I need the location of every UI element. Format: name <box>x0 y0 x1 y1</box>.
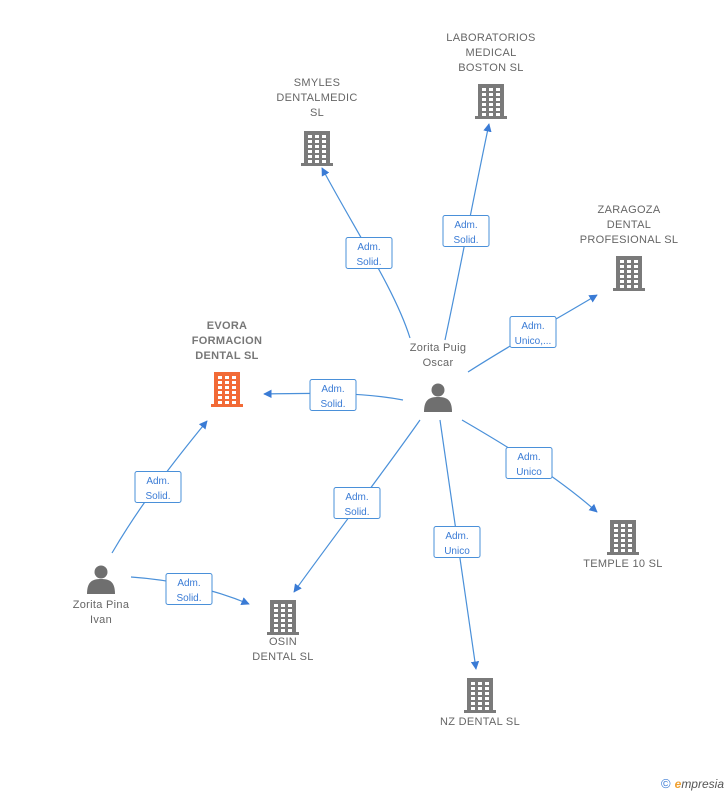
building-icon <box>301 131 333 166</box>
node-label-line: Zorita Pina <box>73 599 130 611</box>
node-label-line: SMYLES <box>294 77 340 89</box>
edge-label[interactable]: Adm. Unico <box>505 447 553 479</box>
company-node-nz[interactable]: NZ DENTAL SL <box>440 678 520 728</box>
edge-label-text: Adm. <box>445 531 468 542</box>
edge-label-text: Adm. <box>177 578 200 589</box>
edge-label-text: Adm. <box>521 321 544 332</box>
node-label: LABORATORIOS MEDICAL BOSTON SL <box>446 32 535 74</box>
edge-label[interactable]: Adm. Solid. <box>333 487 381 519</box>
edge-label-box <box>505 447 553 479</box>
building-icon <box>613 256 645 291</box>
company-node-smyles[interactable]: SMYLES DENTALMEDIC SL <box>276 77 357 166</box>
edge-label-box <box>345 237 393 269</box>
edge-label-text: Solid. <box>145 491 170 502</box>
building-icon <box>464 678 496 713</box>
edge-label[interactable]: Adm. Solid. <box>442 215 490 247</box>
edge-label-text: Adm. <box>454 220 477 231</box>
edge-label[interactable]: Adm. Unico,... <box>509 316 557 348</box>
node-label-line: FORMACION <box>192 335 263 347</box>
company-node-osin[interactable]: OSIN DENTAL SL <box>252 600 313 663</box>
edge-label-box <box>165 573 213 605</box>
edge-label-box <box>333 487 381 519</box>
edge-label-box <box>442 215 490 247</box>
edge-label-text: Unico,... <box>515 336 552 347</box>
edge-label-text: Adm. <box>357 242 380 253</box>
node-label-line: DENTAL SL <box>252 651 313 663</box>
edge-label-box <box>433 526 481 558</box>
node-label-line: BOSTON SL <box>458 62 523 74</box>
node-label-line: LABORATORIOS <box>446 32 535 44</box>
node-label-line: PROFESIONAL SL <box>580 234 679 246</box>
node-label: NZ DENTAL SL <box>440 716 520 728</box>
copyright-icon: © <box>661 776 671 791</box>
node-label-line: NZ DENTAL SL <box>440 716 520 728</box>
edge-label-box <box>509 316 557 348</box>
edge-label-box <box>134 471 182 503</box>
node-label-line: Oscar <box>423 357 454 369</box>
company-node-temple[interactable]: TEMPLE 10 SL <box>583 520 662 570</box>
person-icon <box>424 383 452 412</box>
edge-label[interactable]: Adm. Solid. <box>345 237 393 269</box>
company-node-evora[interactable]: EVORA FORMACION DENTAL SL <box>192 320 263 407</box>
node-label-line: OSIN <box>269 636 297 648</box>
node-label: OSIN DENTAL SL <box>252 636 313 663</box>
copyright-footer: ©empresia <box>661 776 724 791</box>
edge-label-text: Unico <box>444 546 470 557</box>
edge-label[interactable]: Adm. Solid. <box>165 573 213 605</box>
building-icon <box>267 600 299 635</box>
edge-label-text: Solid. <box>176 593 201 604</box>
person-icon <box>87 565 115 594</box>
node-label-line: EVORA <box>207 320 248 332</box>
edge-label-text: Adm. <box>321 384 344 395</box>
edge-label[interactable]: Adm. Solid. <box>134 471 182 503</box>
node-label-line: SL <box>310 107 324 119</box>
edge-label-text: Solid. <box>320 399 345 410</box>
node-label-line: MEDICAL <box>466 47 517 59</box>
node-label: ZARAGOZA DENTAL PROFESIONAL SL <box>580 204 679 246</box>
node-label-line: ZARAGOZA <box>598 204 661 216</box>
node-label-line: TEMPLE 10 SL <box>583 558 662 570</box>
company-node-zaragoza[interactable]: ZARAGOZA DENTAL PROFESIONAL SL <box>580 204 679 291</box>
brand-logo: empresia <box>674 777 724 791</box>
edge-label-text: Solid. <box>344 507 369 518</box>
edge-label-text: Unico <box>516 467 542 478</box>
edge-label[interactable]: Adm. Solid. <box>309 379 357 411</box>
company-node-laboratorios[interactable]: LABORATORIOS MEDICAL BOSTON SL <box>446 32 535 119</box>
node-label-line: DENTAL <box>607 219 651 231</box>
node-label-line: DENTAL SL <box>195 350 258 362</box>
edge-label-text: Solid. <box>453 235 478 246</box>
node-label: EVORA FORMACION DENTAL SL <box>192 320 263 362</box>
node-label: SMYLES DENTALMEDIC SL <box>276 77 357 119</box>
edge-label[interactable]: Adm. Unico <box>433 526 481 558</box>
node-label-line: Zorita Puig <box>410 342 467 354</box>
edge-label-text: Solid. <box>356 257 381 268</box>
node-label-line: DENTALMEDIC <box>276 92 357 104</box>
building-icon <box>475 84 507 119</box>
edge-labels-layer: Adm. Solid. Adm. Solid. Adm. Unico,... Adm. Sol… <box>134 215 557 605</box>
edge-label-text: Adm. <box>345 492 368 503</box>
building-icon <box>607 520 639 555</box>
node-label: TEMPLE 10 SL <box>583 558 662 570</box>
edge-label-text: Adm. <box>146 476 169 487</box>
building-icon <box>211 372 243 407</box>
edge-label-box <box>309 379 357 411</box>
edge-label-text: Adm. <box>517 452 540 463</box>
node-label-line: Ivan <box>90 614 112 626</box>
